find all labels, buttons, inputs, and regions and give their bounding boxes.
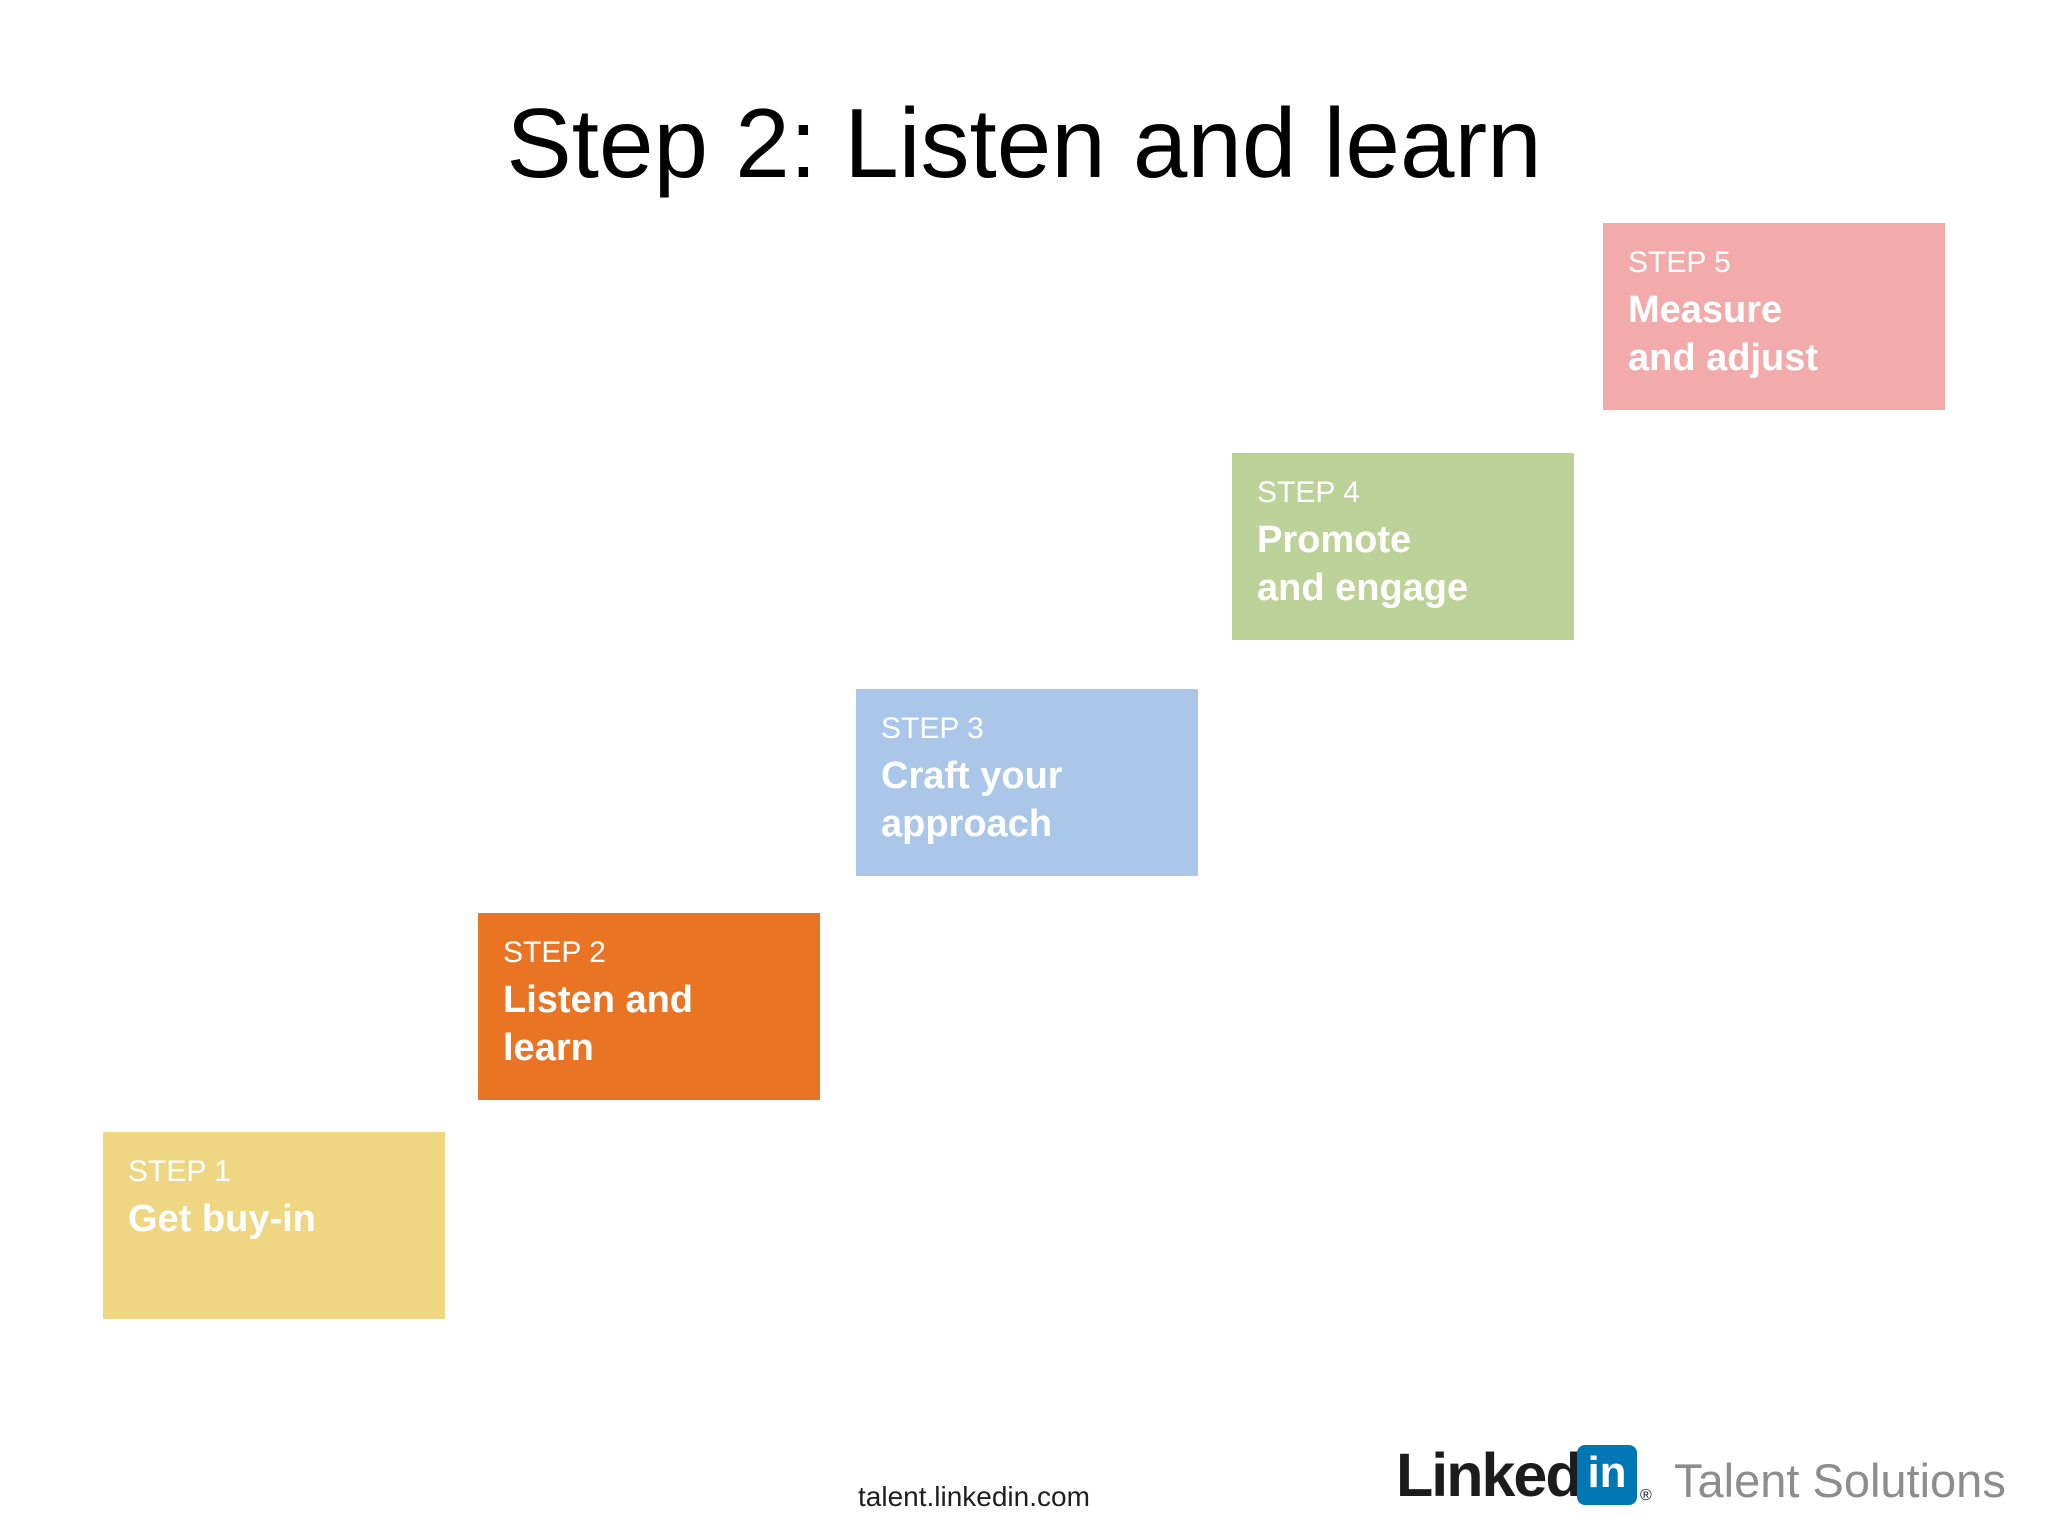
step-2-name: Listen and learn xyxy=(503,979,694,1069)
step-1-label: STEP 1 xyxy=(128,1155,231,1188)
registered-trademark-icon: ® xyxy=(1640,1487,1652,1504)
step-1-name: Get buy-in xyxy=(128,1198,316,1240)
step-box-1: STEP 1 Get buy-in xyxy=(103,1132,445,1319)
step-2-label: STEP 2 xyxy=(503,936,606,969)
step-box-3: STEP 3 Craft your approach xyxy=(856,689,1198,876)
talent-solutions-label: Talent Solutions xyxy=(1674,1454,2006,1507)
step-3-name: Craft your approach xyxy=(881,755,1063,845)
linkedin-wordmark: Linked xyxy=(1396,1441,1583,1509)
footer-url: talent.linkedin.com xyxy=(858,1481,1090,1512)
step-box-2: STEP 2 Listen and learn xyxy=(478,913,820,1100)
step-4-name: Promote and engage xyxy=(1257,519,1469,609)
step-3-label: STEP 3 xyxy=(881,712,984,745)
step-box-5: STEP 5 Measure and adjust xyxy=(1603,223,1945,410)
step-4-label: STEP 4 xyxy=(1257,476,1360,509)
linkedin-in-icon: in xyxy=(1577,1445,1637,1505)
step-5-name: Measure and adjust xyxy=(1628,289,1819,379)
step-5-label: STEP 5 xyxy=(1628,246,1731,279)
slide-title: Step 2: Listen and learn xyxy=(506,88,1542,198)
step-box-4: STEP 4 Promote and engage xyxy=(1232,453,1574,640)
linkedin-in-icon-text: in xyxy=(1587,1448,1627,1497)
